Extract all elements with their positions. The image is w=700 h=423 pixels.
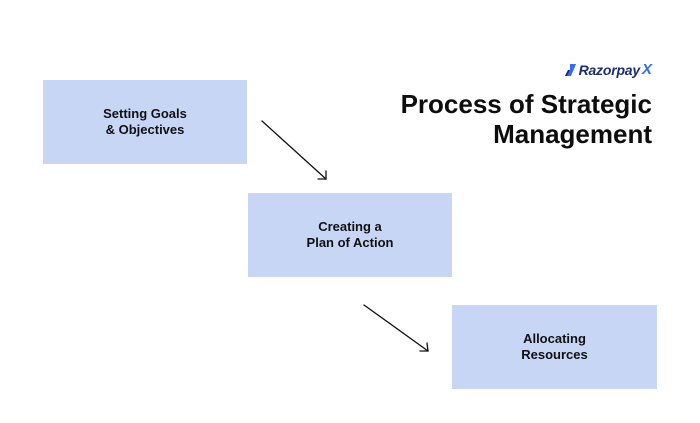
step-label: Setting Goals & Objectives <box>103 106 187 137</box>
logo-suffix: X <box>641 61 652 78</box>
razorpayx-logo: Razorpay X <box>564 61 652 78</box>
logo-wordmark: Razorpay <box>578 61 641 78</box>
arrow-step2-to-step3 <box>363 304 429 352</box>
diagram-title: Process of Strategic Management <box>400 89 652 149</box>
arrow-step1-to-step2 <box>261 120 327 180</box>
step-label: Creating a Plan of Action <box>306 219 394 250</box>
step-box-setting-goals: Setting Goals & Objectives <box>43 80 247 164</box>
razorpay-logo-mark-icon <box>564 63 576 76</box>
step-box-plan-of-action: Creating a Plan of Action <box>248 193 452 277</box>
step-label: Allocating Resources <box>521 331 588 362</box>
step-box-allocating-resources: Allocating Resources <box>452 305 657 389</box>
